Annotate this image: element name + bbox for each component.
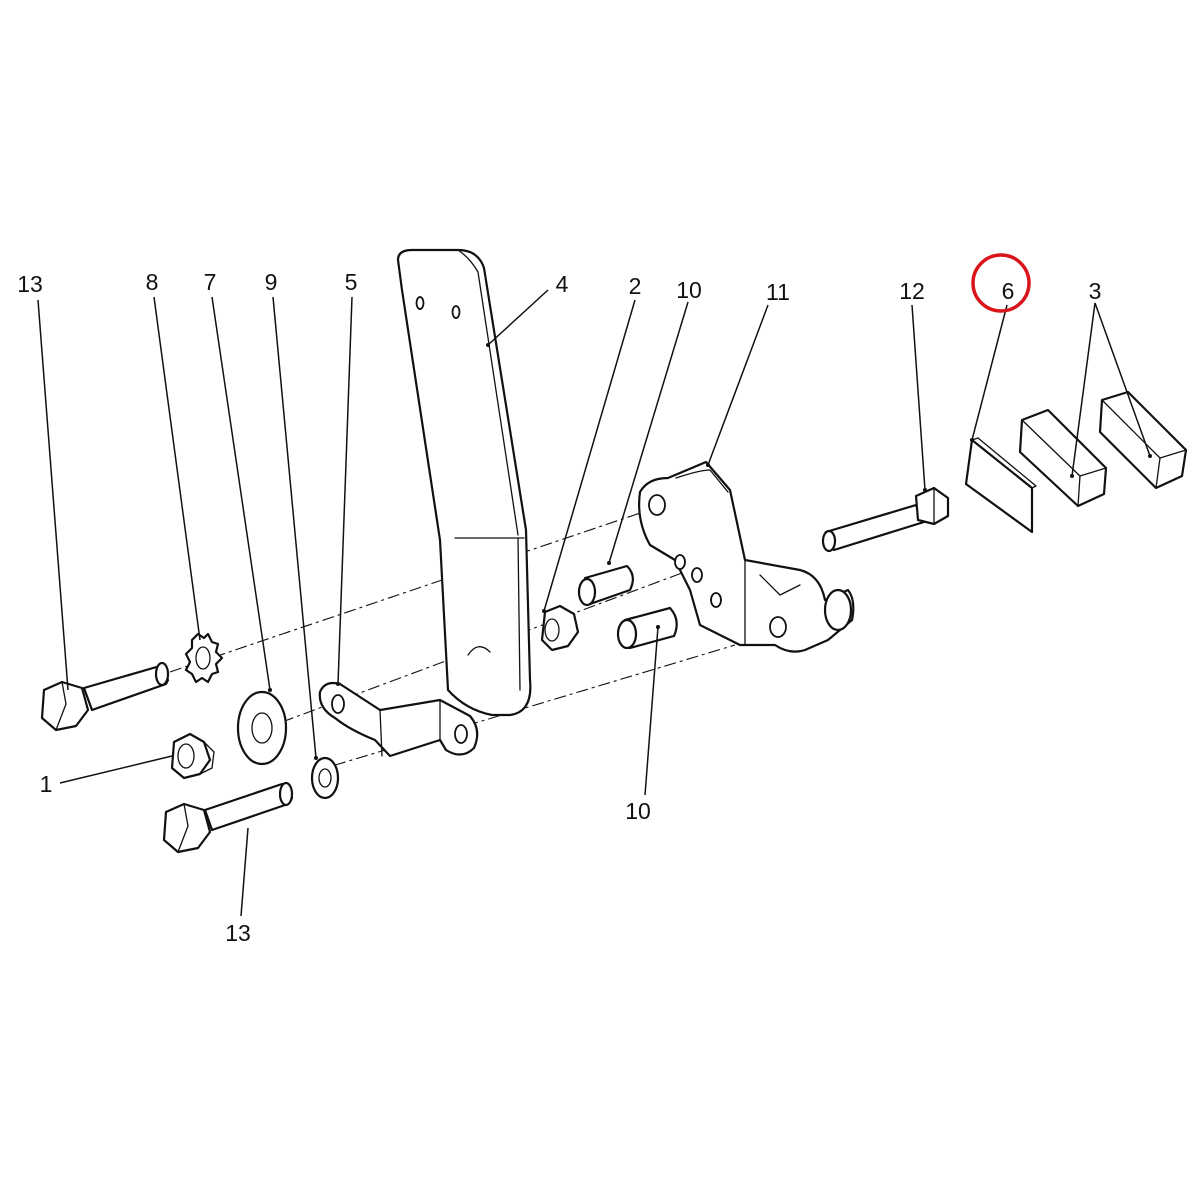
- thin-pad: [964, 437, 1037, 534]
- callout-9: 9: [265, 269, 278, 295]
- lever-plate: [396, 248, 532, 717]
- callout-10-lower: 10: [625, 798, 651, 824]
- small-washer: [310, 756, 340, 800]
- leader-lines: [37, 289, 1151, 917]
- block-2: [1098, 390, 1188, 490]
- hex-bolt-upper: [40, 661, 170, 732]
- nyloc-nut: [170, 732, 215, 780]
- hex-bolt-lower: [162, 781, 294, 854]
- callout-7: 7: [204, 269, 217, 295]
- hex-nut: [540, 604, 580, 652]
- pin-lower: [616, 606, 678, 650]
- leader-dots: [268, 343, 1152, 760]
- callout-3: 3: [1089, 278, 1102, 304]
- large-washer: [236, 690, 288, 766]
- callout-8: 8: [146, 269, 159, 295]
- shoulder-bolt: [821, 486, 950, 553]
- callout-13-lower: 13: [225, 920, 251, 946]
- callout-labels: 13 8 7 9 5 4 2 10 11 12 6 3 1 10 13: [17, 269, 1101, 946]
- toothed-lock-washer: [184, 632, 224, 684]
- callout-2: 2: [629, 273, 642, 299]
- callout-10-upper: 10: [676, 277, 702, 303]
- highlight-ring: [971, 253, 1031, 313]
- callout-1: 1: [40, 771, 53, 797]
- callout-12: 12: [899, 278, 925, 304]
- callout-13-upper: 13: [17, 271, 43, 297]
- pedal-bracket: [638, 460, 855, 653]
- callout-6: 6: [1002, 278, 1015, 304]
- block-1: [1018, 408, 1108, 508]
- callout-11: 11: [766, 279, 790, 305]
- callout-4: 4: [556, 271, 569, 297]
- pin-upper: [577, 564, 634, 607]
- callout-5: 5: [345, 269, 358, 295]
